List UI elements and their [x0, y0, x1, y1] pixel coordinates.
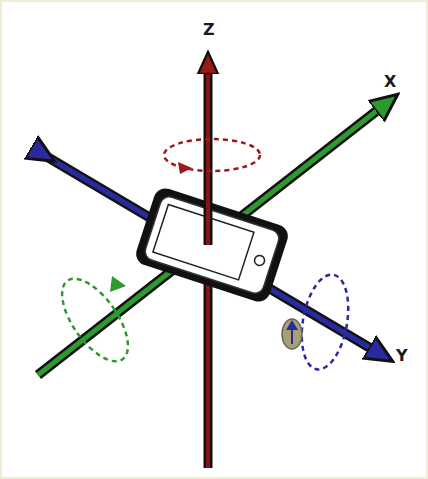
axis-label: X	[384, 74, 396, 90]
axis-label: Y	[396, 348, 408, 364]
axis-label: Z	[203, 22, 215, 38]
